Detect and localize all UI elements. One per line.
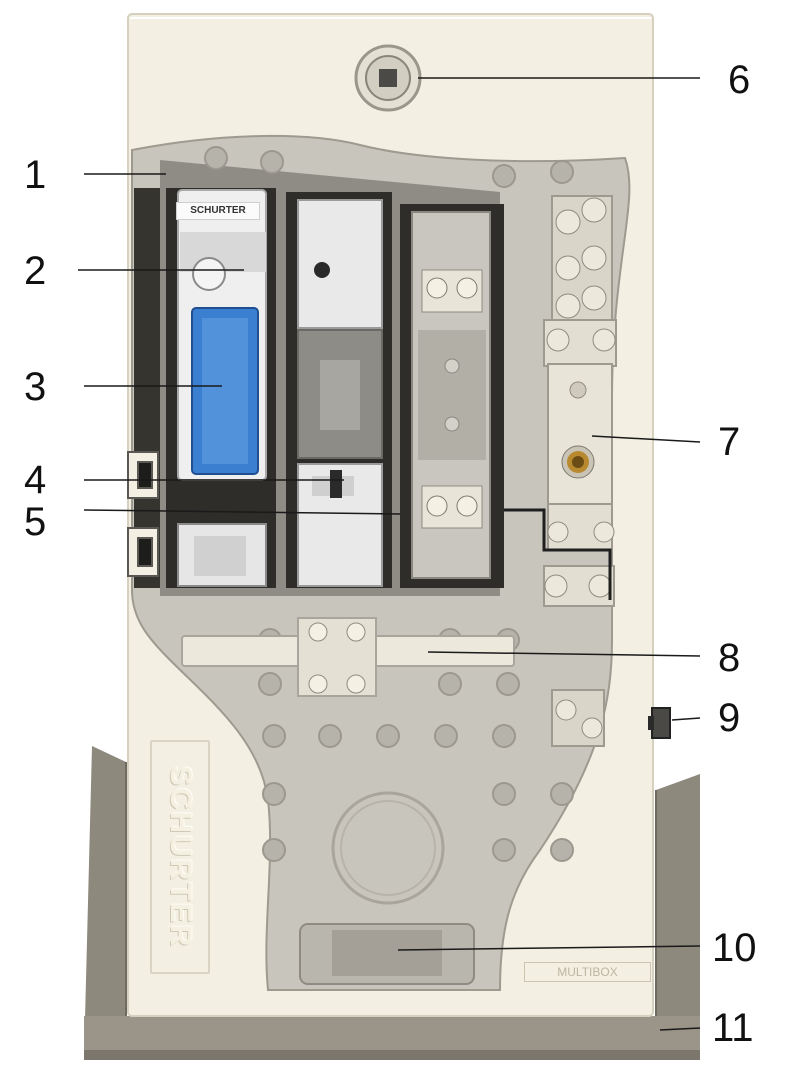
callout-11: 11	[712, 1006, 754, 1050]
product-mark: MULTIBOX	[524, 962, 651, 982]
fuse-holder-switch	[286, 192, 392, 588]
callout-8: 8	[718, 636, 741, 680]
terminal-strip	[502, 195, 617, 747]
mounting-bosses	[204, 146, 574, 862]
left-inner-wall	[134, 188, 160, 588]
fuse-holder-blue	[166, 188, 276, 588]
fuse-holder-logo: SCHURTER	[176, 202, 260, 220]
callout-4: 4	[24, 458, 47, 502]
vertical-brand-logo: SCHURTER	[150, 740, 210, 974]
callout-5: 5	[24, 500, 47, 544]
callout-7: 7	[718, 420, 741, 464]
side-clips	[127, 451, 159, 577]
door-lock	[354, 44, 422, 112]
cable-entry	[299, 791, 475, 985]
busbar	[181, 617, 515, 697]
callout-6: 6	[728, 58, 751, 102]
fuse-base	[400, 204, 504, 588]
callout-1: 1	[24, 153, 47, 197]
callout-3: 3	[24, 365, 47, 409]
base-frame	[84, 746, 700, 1060]
leader-lines	[78, 77, 701, 1031]
callout-9: 9	[718, 696, 741, 740]
callout-10: 10	[712, 926, 757, 970]
earth-stud	[648, 707, 671, 739]
callout-2: 2	[24, 249, 47, 293]
vertical-brand-text: SCHURTER	[164, 765, 197, 949]
